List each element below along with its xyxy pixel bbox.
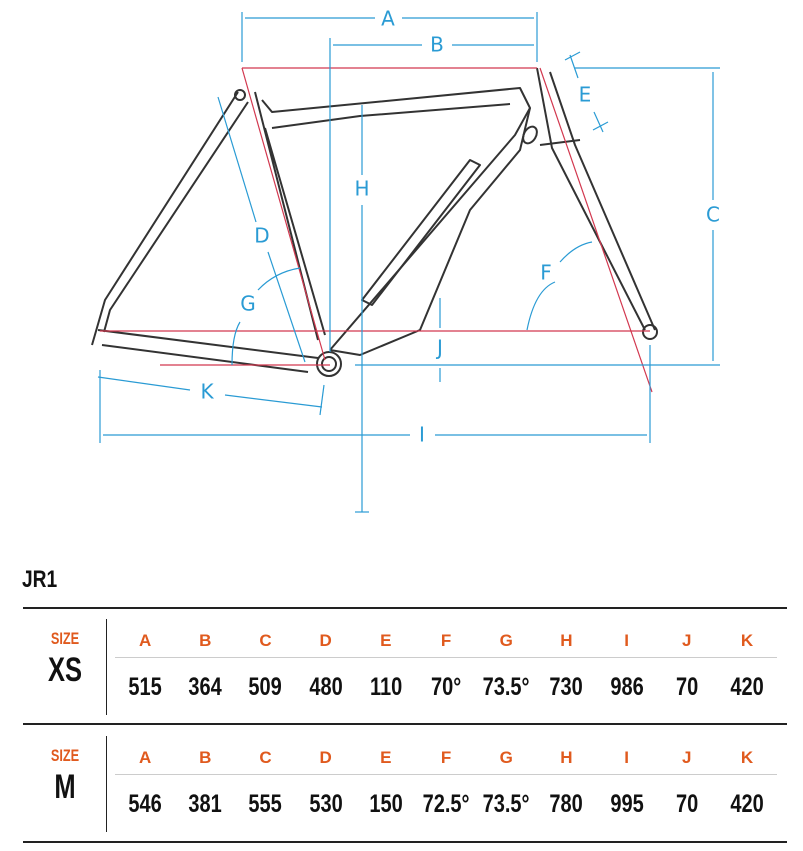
dim-label-j: J — [435, 336, 443, 360]
size-row-xs: SIZE XS A B C D E F G H I J K 515 364 509 480 110 70° 73.… — [23, 609, 787, 725]
col-header: G — [499, 631, 513, 650]
col-header: F — [440, 631, 452, 650]
cell: 364 — [188, 672, 222, 701]
dim-label-c: C — [706, 203, 720, 227]
col-header: J — [682, 631, 692, 650]
dim-label-d: D — [254, 224, 269, 248]
col-header: C — [259, 631, 272, 650]
col-header: B — [199, 631, 212, 650]
col-header: C — [259, 748, 272, 767]
cell: 72.5° — [422, 789, 470, 818]
col-header: B — [199, 748, 212, 767]
col-header: I — [624, 748, 629, 767]
col-header: H — [560, 631, 573, 650]
col-header: D — [319, 748, 332, 767]
divider — [23, 841, 787, 843]
dim-label-f: F — [540, 261, 552, 285]
divider — [23, 607, 787, 609]
cell: 73.5° — [482, 672, 530, 701]
col-header: E — [380, 631, 392, 650]
size-label: SIZE — [50, 746, 80, 765]
column-headers: A B C D E F G H I J K — [115, 625, 777, 658]
cell: 150 — [369, 789, 403, 818]
cell: 420 — [730, 672, 764, 701]
divider — [23, 723, 787, 725]
cell: 509 — [248, 672, 283, 701]
col-header: J — [682, 748, 692, 767]
cell: 555 — [248, 789, 283, 818]
dim-label-h: H — [354, 177, 369, 201]
dim-label-e: E — [579, 83, 592, 107]
col-header: F — [440, 748, 452, 767]
cell: 110 — [369, 672, 402, 701]
col-header: E — [380, 748, 392, 767]
cell: 546 — [128, 789, 162, 818]
cell: 70 — [675, 672, 698, 701]
size-value: XS — [47, 651, 83, 689]
divider — [106, 619, 107, 715]
col-header: K — [740, 748, 754, 767]
size-row-m: SIZE M A B C D E F G H I J K 546 381 555 530 150 72.5° 73… — [23, 726, 787, 842]
dimension-lines — [97, 12, 720, 513]
cell: 480 — [308, 672, 343, 701]
cell: 530 — [308, 789, 343, 818]
cell: 381 — [188, 789, 222, 818]
dim-label-i: I — [419, 423, 425, 447]
dim-label-k: K — [200, 380, 214, 404]
frame-outline — [91, 67, 658, 377]
divider — [106, 736, 107, 832]
value-row: 515 364 509 480 110 70° 73.5° 730 986 70 420 — [115, 667, 777, 707]
col-header: K — [740, 631, 754, 650]
col-header: A — [138, 631, 152, 650]
dim-label-a: A — [381, 7, 395, 31]
col-header: H — [560, 748, 573, 767]
cell: 515 — [128, 672, 162, 701]
dim-label-g: G — [240, 292, 256, 316]
col-header: A — [138, 748, 152, 767]
size-label: SIZE — [50, 629, 80, 648]
column-headers: A B C D E F G H I J K — [115, 742, 777, 775]
value-row: 546 381 555 530 150 72.5° 73.5° 780 995 70 420 — [115, 784, 777, 824]
model-title: JR1 — [22, 566, 58, 593]
dim-label-b: B — [430, 33, 444, 57]
cell: 70° — [430, 672, 462, 701]
reference-lines — [100, 67, 653, 393]
cell: 420 — [730, 789, 764, 818]
col-header: I — [624, 631, 629, 650]
col-header: G — [499, 748, 513, 767]
size-value: M — [54, 768, 76, 806]
cell: 780 — [549, 789, 584, 818]
col-header: D — [319, 631, 332, 650]
cell: 730 — [549, 672, 584, 701]
cell: 995 — [609, 789, 644, 818]
cell: 73.5° — [482, 789, 530, 818]
cell: 70 — [675, 789, 698, 818]
cell: 986 — [609, 672, 644, 701]
frame-geometry-diagram: A B C D E F G H I J K — [91, 7, 720, 513]
